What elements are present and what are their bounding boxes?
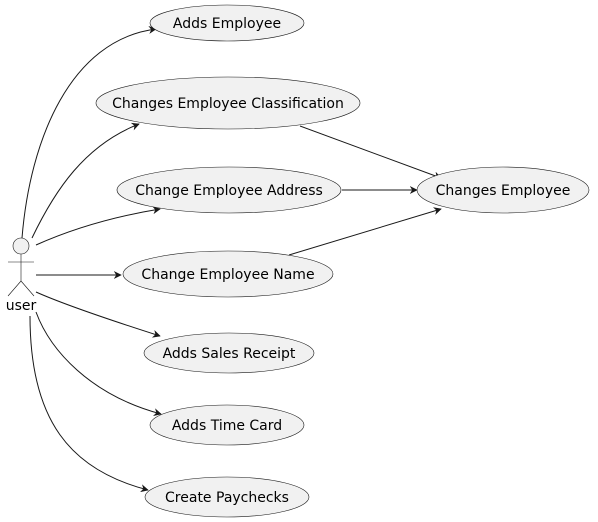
actor-label: user [6, 298, 37, 314]
usecase-changes-employee[interactable]: Changes Employee [416, 166, 590, 214]
edges [21, 25, 442, 493]
usecase-ellipse [149, 4, 305, 42]
usecase-adds-time-card[interactable]: Adds Time Card [149, 404, 305, 446]
edge-name-to-changes-employee [288, 207, 442, 256]
usecase-change-employee-address[interactable]: Change Employee Address [116, 166, 342, 214]
actor-right-leg [20, 280, 35, 297]
usecase-label: Adds Sales Receipt [163, 346, 296, 362]
usecase-ellipse [144, 476, 310, 518]
actor-user: user [6, 237, 37, 314]
usecase-ellipse [149, 404, 305, 446]
usecase-label: Changes Employee [436, 183, 571, 199]
usecase-label: Create Paychecks [165, 490, 289, 506]
actor-left-leg [7, 280, 22, 297]
usecase-label: Change Employee Name [141, 267, 314, 283]
edge-user-to-changes-employee-classification [31, 122, 140, 239]
actor-head [12, 237, 30, 255]
usecase-create-paychecks[interactable]: Create Paychecks [144, 476, 310, 518]
usecase-label: Change Employee Address [135, 183, 323, 199]
edge-user-to-adds-sales-receipt [35, 291, 161, 338]
edge-user-to-change-employee-address [35, 206, 161, 246]
edge-user-to-create-paychecks [29, 315, 149, 493]
usecase-ellipse [95, 76, 361, 130]
usecase-label: Adds Employee [173, 16, 281, 32]
edge-classification-to-changes-employee [299, 125, 442, 180]
usecase-ellipse [416, 166, 590, 214]
usecase-changes-employee-classification[interactable]: Changes Employee Classification [95, 76, 361, 130]
edge-user-to-adds-time-card [35, 311, 162, 416]
usecase-change-employee-name[interactable]: Change Employee Name [122, 250, 334, 298]
edge-user-to-adds-employee [21, 25, 157, 239]
usecase-label: Changes Employee Classification [112, 96, 344, 112]
usecase-adds-employee[interactable]: Adds Employee [149, 4, 305, 42]
usecase-ellipse [122, 250, 334, 298]
usecase-ellipse [143, 332, 315, 374]
usecase-label: Adds Time Card [172, 418, 282, 434]
usecase-ellipse [116, 166, 342, 214]
usecase-adds-sales-receipt[interactable]: Adds Sales Receipt [143, 332, 315, 374]
